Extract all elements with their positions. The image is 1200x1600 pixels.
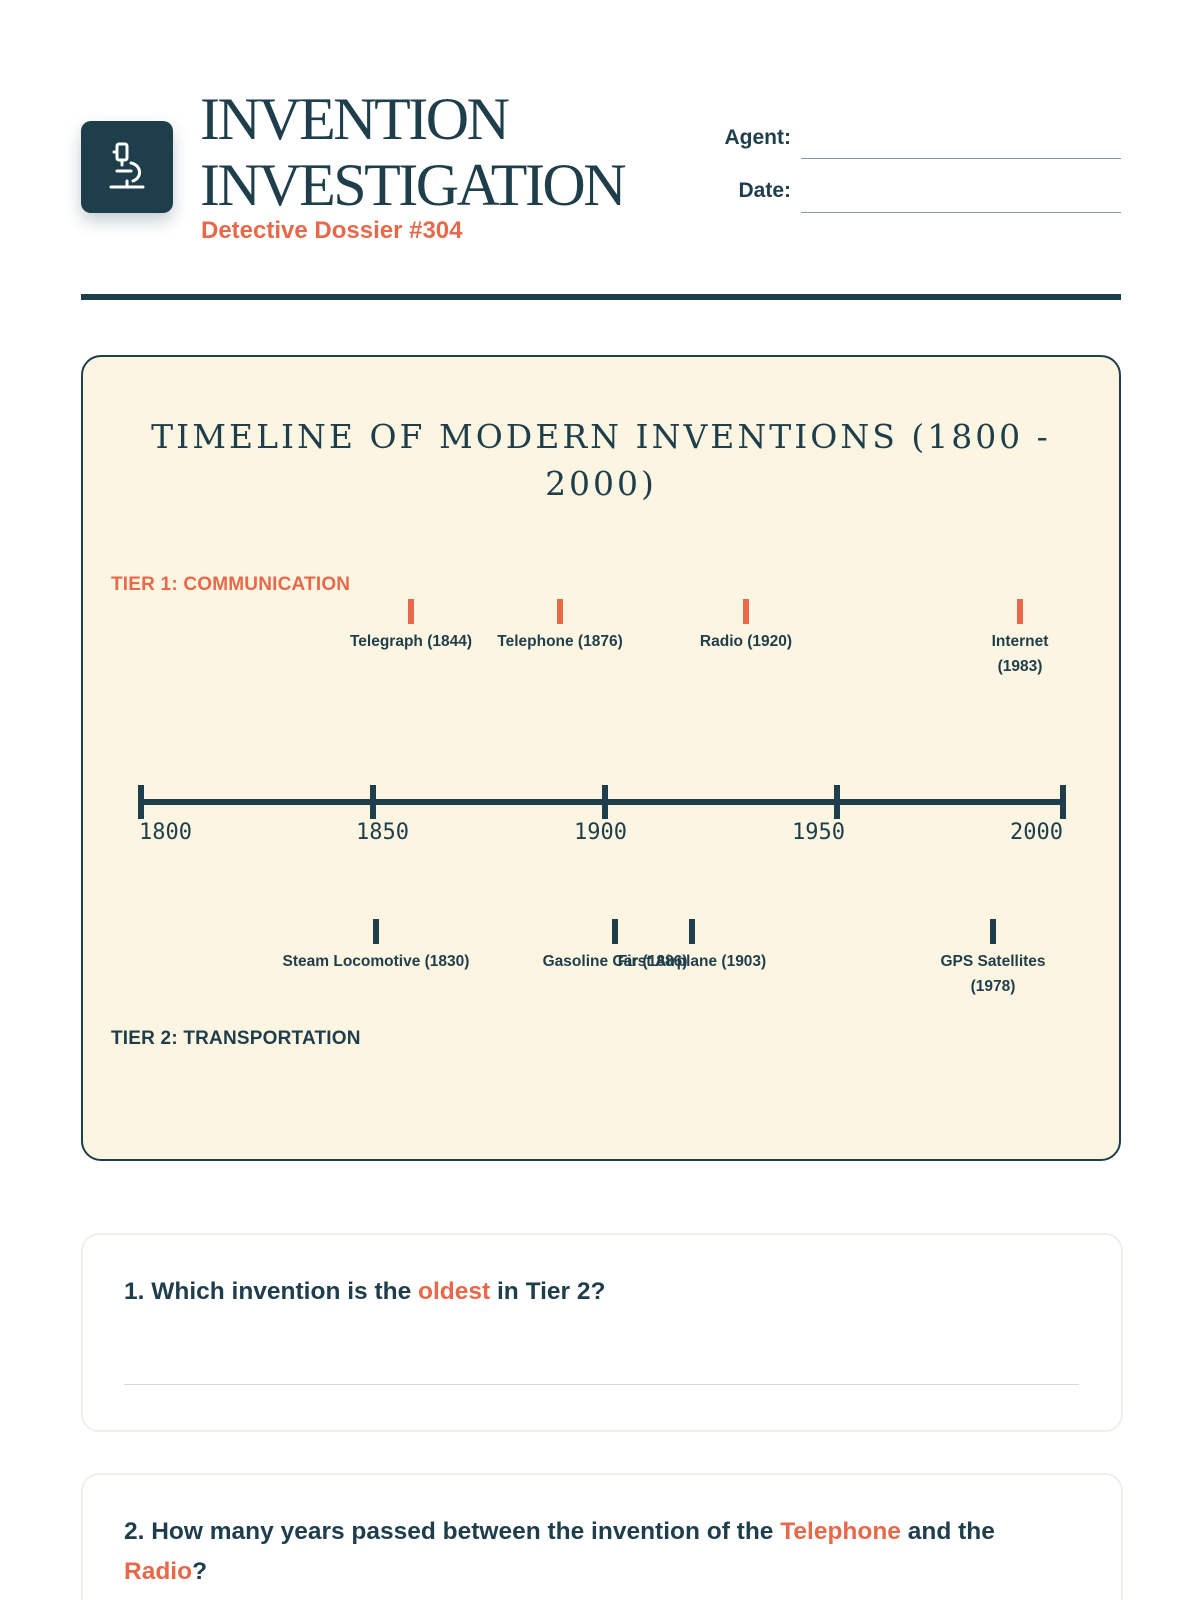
event-label: Internet (1983) <box>991 633 1049 675</box>
event-marker <box>612 919 618 944</box>
event-label: First Airplane (1903) <box>617 953 767 970</box>
question-text-part: 2. How many years passed between the inv… <box>124 1518 781 1545</box>
axis-year-1850: 1850 <box>356 820 409 845</box>
tier1-event-telephone: Telephone (1876) <box>490 599 630 654</box>
event-marker <box>373 919 379 944</box>
event-label: Gasoline Car (1886) <box>542 953 688 970</box>
page-title-line-1: INVENTION <box>200 86 510 152</box>
question-keyword: oldest <box>418 1278 491 1305</box>
timeline-card: TIMELINE OF MODERN INVENTIONS (1800 - 20… <box>81 355 1121 1161</box>
tier2-label: TIER 2: TRANSPORTATION <box>111 1028 361 1049</box>
tier1-label: TIER 1: COMMUNICATION <box>111 574 351 595</box>
question-2-text: 2. How many years passed between the inv… <box>124 1512 1079 1592</box>
event-label: GPS Satellites (1978) <box>940 953 1046 995</box>
event-marker <box>557 599 563 624</box>
event-marker <box>408 599 414 624</box>
axis-year-1950: 1950 <box>792 820 845 845</box>
timeline-axis <box>138 785 1066 819</box>
event-marker <box>990 919 996 944</box>
date-label: Date: <box>738 179 791 202</box>
logo-badge <box>81 121 173 213</box>
tier2-event-steam-locomotive: Steam Locomotive (1830) <box>266 919 486 974</box>
question-1-text: 1. Which invention is the oldest in Tier… <box>124 1272 605 1312</box>
question-card-2: 2. How many years passed between the inv… <box>81 1473 1123 1600</box>
tier2-event-gps-satellites: GPS Satellites (1978) <box>933 919 1053 999</box>
agent-label: Agent: <box>724 126 792 149</box>
axis-year-2000: 2000 <box>1010 820 1063 845</box>
agent-field[interactable] <box>801 158 1121 159</box>
tier1-event-telegraph: Telegraph (1844) <box>341 599 481 654</box>
timeline-title-line-1: TIMELINE OF MODERN INVENTIONS (1800 - <box>151 417 1051 456</box>
event-label: Telephone (1876) <box>497 633 623 650</box>
question-text-part: 1. Which invention is the <box>124 1278 419 1305</box>
page-title-line-2: INVESTIGATION <box>200 152 627 218</box>
question-card-1: 1. Which invention is the oldest in Tier… <box>81 1233 1123 1432</box>
date-field[interactable] <box>801 212 1121 213</box>
event-marker <box>743 599 749 624</box>
answer-line-1[interactable] <box>124 1384 1079 1385</box>
header-divider <box>81 294 1121 300</box>
axis-year-1800: 1800 <box>139 820 192 845</box>
axis-year-1900: 1900 <box>574 820 627 845</box>
question-keyword: Radio <box>124 1558 193 1585</box>
microscope-icon <box>109 142 145 189</box>
tier1-event-internet: Internet (1983) <box>970 599 1070 679</box>
tier2-event-first-airplane: First Airplane (1903) <box>582 919 802 974</box>
event-label: Steam Locomotive (1830) <box>282 953 470 970</box>
timeline-title-line-2: 2000) <box>545 464 657 503</box>
tier2-event-gasoline-car: Gasoline Car (1886) <box>505 919 725 974</box>
event-label: Radio (1920) <box>699 633 793 650</box>
dossier-subtitle: Detective Dossier #304 <box>201 217 463 244</box>
event-marker <box>1017 599 1023 624</box>
question-text-part: ? <box>192 1558 208 1585</box>
tier1-event-radio: Radio (1920) <box>676 599 816 654</box>
page-title: INVENTION INVESTIGATION <box>200 86 660 218</box>
timeline-title: TIMELINE OF MODERN INVENTIONS (1800 - 20… <box>83 413 1119 507</box>
question-text-part: and the <box>900 1518 995 1545</box>
event-marker <box>689 919 695 944</box>
question-keyword: Telephone <box>780 1518 901 1545</box>
question-text-part: in Tier 2? <box>490 1278 606 1305</box>
event-label: Telegraph (1844) <box>349 633 473 650</box>
